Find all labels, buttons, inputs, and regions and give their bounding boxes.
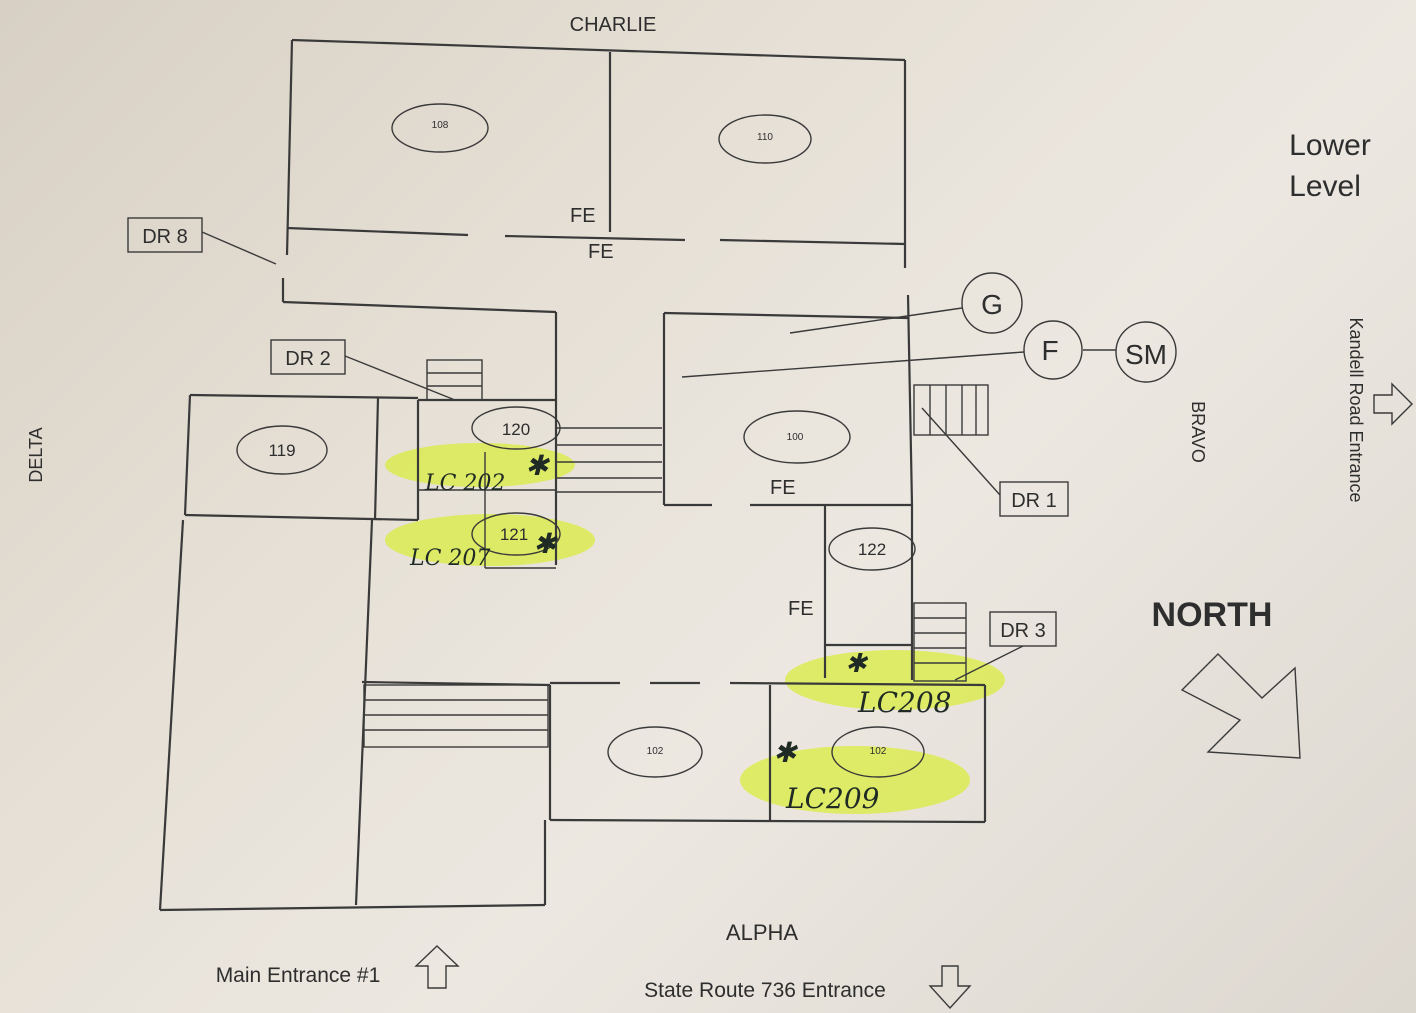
kandell-entrance-label: Kandell Road Entrance — [1346, 317, 1366, 502]
highlights — [385, 443, 1005, 814]
lc202-annotation: LC 202 — [424, 471, 505, 496]
star-marker: ✱ — [533, 527, 559, 560]
lc207-annotation: LC 207 — [409, 546, 490, 571]
extinguisher-labels: FE FE FE FE — [570, 205, 814, 620]
star-marker: ✱ — [845, 649, 869, 679]
sm-label: SM — [1125, 339, 1167, 370]
main-entrance-label: Main Entrance #1 — [216, 964, 381, 987]
charlie-side-label: CHARLIE — [570, 14, 657, 36]
room-100-label: 100 — [787, 432, 804, 443]
state-route-entrance-label: State Route 736 Entrance — [644, 979, 886, 1002]
fe-label: FE — [788, 598, 814, 620]
dr8-label: DR 8 — [142, 226, 188, 248]
fe-label: FE — [588, 241, 614, 263]
dr2-label: DR 2 — [285, 348, 331, 370]
room-110-label: 110 — [757, 132, 773, 143]
building-walls — [158, 38, 987, 912]
fire-label: F — [1041, 335, 1058, 366]
room-labels: 108 110 119 120 121 100 122 102 102 — [236, 103, 925, 778]
arrow-up-icon — [414, 945, 460, 989]
level-title: Lower — [1289, 129, 1371, 162]
dr1-label: DR 1 — [1011, 490, 1057, 512]
fe-label: FE — [770, 477, 796, 499]
room-102b-label: 102 — [870, 746, 887, 757]
lc209-annotation: LC209 — [785, 782, 879, 815]
arrow-right-icon — [1373, 382, 1413, 426]
arrow-down-icon — [928, 965, 972, 1010]
lc208-annotation: LC208 — [857, 686, 951, 719]
utility-callouts: G F SM — [681, 272, 1177, 383]
room-102a-label: 102 — [647, 746, 664, 757]
fe-label: FE — [570, 205, 596, 227]
handwritten-annotations: ✱ LC 202 ✱ LC 207 ✱ LC208 ✱ LC209 — [409, 449, 951, 815]
door-callouts: DR 8 DR 2 DR 1 DR 3 — [127, 217, 1069, 681]
compass-label: NORTH — [1152, 596, 1273, 634]
room-119-label: 119 — [268, 441, 295, 460]
alpha-side-label: ALPHA — [726, 920, 798, 945]
room-121-label: 121 — [500, 525, 528, 544]
room-122-label: 122 — [858, 540, 886, 559]
delta-side-label: DELTA — [26, 427, 46, 482]
star-marker: ✱ — [773, 736, 799, 769]
bravo-side-label: BRAVO — [1188, 401, 1208, 463]
room-108-label: 108 — [432, 120, 449, 131]
north-arrow-icon — [1180, 653, 1301, 759]
dr3-label: DR 3 — [1000, 620, 1046, 642]
gas-shutoff-label: G — [981, 289, 1003, 320]
star-marker: ✱ — [525, 449, 551, 482]
room-120-label: 120 — [502, 420, 530, 439]
level-title-line2: Level — [1289, 170, 1361, 203]
